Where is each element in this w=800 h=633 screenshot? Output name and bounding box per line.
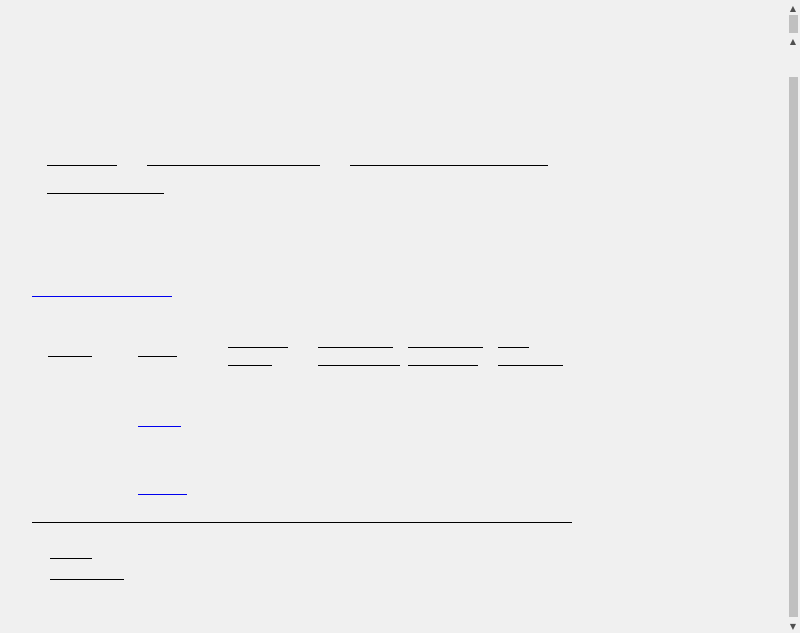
table-header-link-5a[interactable] [408, 347, 483, 348]
table-row-link-1[interactable] [138, 426, 181, 427]
scroll-down-icon[interactable]: ▼ [789, 621, 797, 631]
table-header-link-5b[interactable] [408, 365, 478, 366]
footer-link-2[interactable] [50, 579, 124, 580]
nav-link-1[interactable] [47, 165, 117, 166]
horizontal-rule [32, 522, 572, 523]
section-link[interactable] [32, 296, 172, 297]
scrollbar-thumb[interactable] [789, 77, 798, 617]
table-row-link-2[interactable] [138, 494, 187, 495]
scroll-up-icon[interactable]: ▲ [789, 3, 797, 13]
table-header-link-4b[interactable] [318, 365, 400, 366]
table-header-link-2[interactable] [138, 356, 177, 357]
scroll-up-icon-secondary[interactable]: ▲ [789, 36, 797, 46]
table-header-link-4a[interactable] [318, 347, 393, 348]
table-header-link-6a[interactable] [498, 347, 529, 348]
nav-link-4[interactable] [47, 193, 164, 194]
table-header-link-3a[interactable] [228, 347, 288, 348]
footer-link-1[interactable] [50, 558, 92, 559]
table-header-link-1[interactable] [48, 356, 92, 357]
table-header-link-6b[interactable] [498, 365, 563, 366]
nav-link-3[interactable] [350, 165, 548, 166]
nav-link-2[interactable] [147, 165, 320, 166]
table-header-link-3b[interactable] [228, 365, 272, 366]
scrollbar-thumb-top[interactable] [789, 15, 798, 33]
vertical-scrollbar[interactable]: ▲ ▲ ▼ [786, 0, 800, 633]
